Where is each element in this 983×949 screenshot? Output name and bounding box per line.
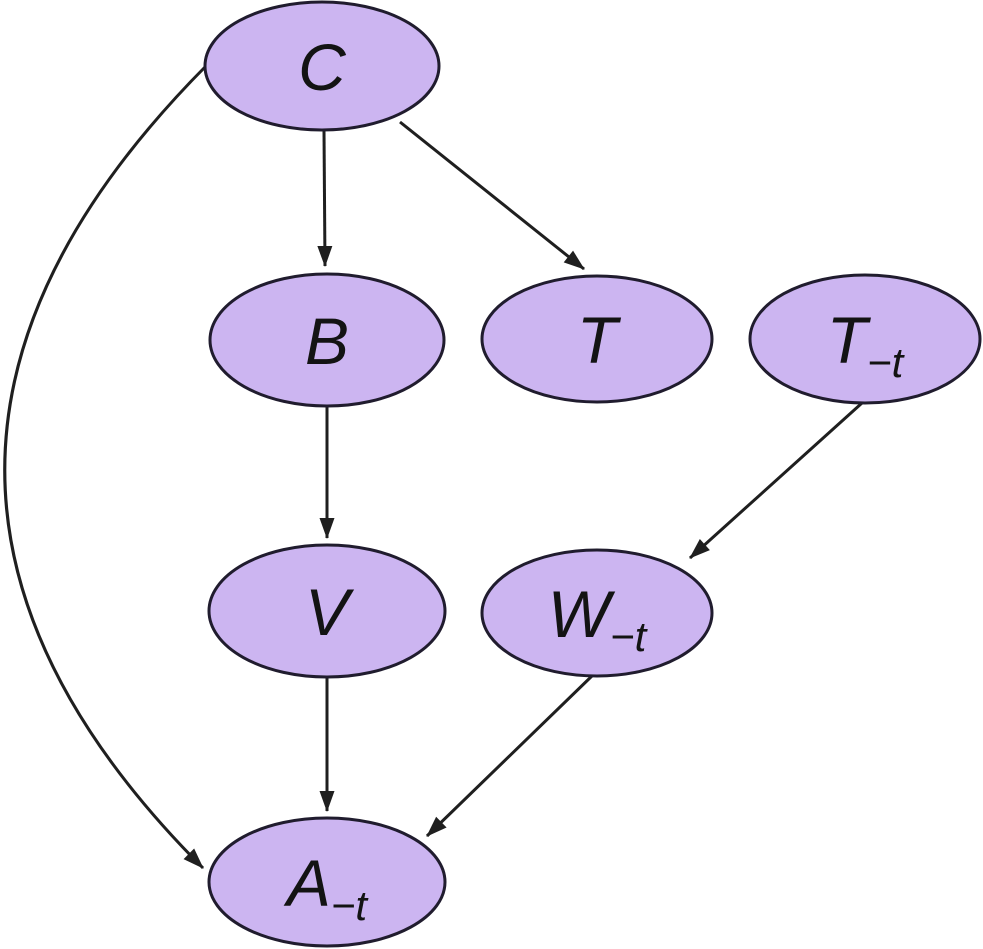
node-t-label: T [577, 303, 622, 377]
edge-c-to-a-minus-t [3, 64, 208, 870]
node-v-label: V [305, 575, 355, 649]
node-c: C [203, 0, 441, 132]
edge-t-minus-t-to-w-minus-t [688, 401, 864, 560]
node-c-shape [203, 0, 441, 132]
edge-c-to-b [317, 130, 333, 267]
node-label-subscript: −t [331, 882, 370, 929]
node-label-main: V [305, 575, 355, 649]
node-w-minus-t-shape [480, 548, 714, 678]
node-b: B [208, 272, 446, 408]
node-v-shape [207, 543, 447, 679]
node-t-shape [480, 274, 714, 404]
node-a-minus-t-label: A−t [283, 846, 370, 929]
node-c-label: C [298, 30, 347, 104]
node-a-minus-t: A−t [207, 816, 447, 948]
node-w-minus-t: W−t [480, 548, 714, 678]
node-b-shape [208, 272, 446, 408]
node-label-main: A [283, 846, 331, 920]
edge-layer [3, 64, 864, 870]
node-label-main: B [305, 304, 349, 378]
node-label-main: W [548, 577, 616, 651]
node-t-minus-t-shape [748, 273, 982, 405]
edge-c-to-t [399, 120, 585, 271]
node-b-label: B [305, 304, 349, 378]
node-w-minus-t-label: W−t [548, 577, 649, 660]
node-t: T [480, 274, 714, 404]
node-t-minus-t: T−t [748, 273, 982, 405]
node-v: V [207, 543, 447, 679]
node-label-main: C [298, 30, 347, 104]
node-label-main: T [827, 303, 872, 377]
edge-w-minus-t-to-a-minus-t [425, 672, 596, 838]
node-a-minus-t-shape [207, 816, 447, 948]
node-t-minus-t-label: T−t [827, 303, 906, 386]
node-label-main: T [577, 303, 622, 377]
node-label-subscript: −t [610, 613, 649, 660]
node-label-subscript: −t [867, 339, 906, 386]
